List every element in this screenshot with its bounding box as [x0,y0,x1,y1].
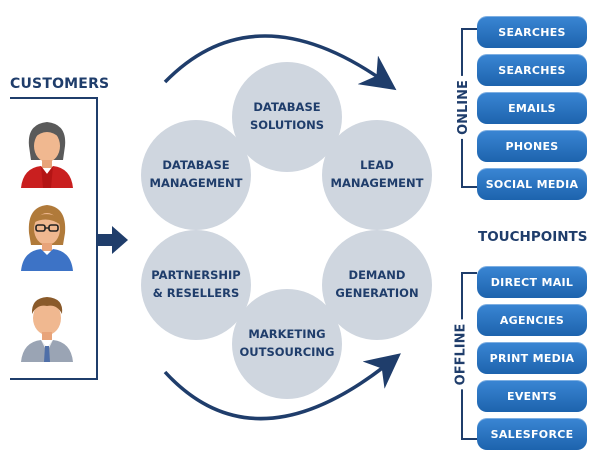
offline-item-events[interactable]: EVENTS [477,380,587,412]
pill-label: SALESFORCE [490,427,574,441]
offline-item-agencies[interactable]: AGENCIES [477,304,587,336]
bottom-curve-arrow [163,353,401,421]
offline-label: OFFLINE [451,319,471,389]
online-item-emails[interactable]: EMAILS [477,92,587,124]
cycle-database-management: DATABASE MANAGEMENT [141,120,251,230]
pill-label: SOCIAL MEDIA [485,177,579,191]
cycle-label: PARTNERSHIP & RESELLERS [151,268,241,300]
online-item-social-media[interactable]: SOCIAL MEDIA [477,168,587,200]
offline-item-print-media[interactable]: PRINT MEDIA [477,342,587,374]
offline-item-salesforce[interactable]: SALESFORCE [477,418,587,450]
cycle-lead-management: LEAD MANAGEMENT [322,120,432,230]
woman-red-icon [17,116,77,188]
online-item-phones[interactable]: PHONES [477,130,587,162]
cycle-demand-generation: DEMAND GENERATION [322,230,432,340]
customers-bracket [10,97,98,380]
pill-label: AGENCIES [499,313,565,327]
cycle-label: DATABASE SOLUTIONS [249,100,325,132]
cycle-marketing-outsourcing: MARKETING OUTSOURCING [232,289,342,399]
online-item-searches-2[interactable]: SEARCHES [477,54,587,86]
cycle-label: LEAD MANAGEMENT [330,158,424,190]
cycle-label: DATABASE MANAGEMENT [149,158,243,190]
offline-item-direct-mail[interactable]: DIRECT MAIL [477,266,587,298]
online-label: ONLINE [453,75,473,139]
cycle-database-solutions: DATABASE SOLUTIONS [232,62,342,172]
pill-label: SEARCHES [498,63,566,77]
woman-glasses-icon [17,199,77,271]
cycle-partnership-resellers: PARTNERSHIP & RESELLERS [141,230,251,340]
pill-label: EVENTS [507,389,557,403]
top-curve-arrow [163,34,397,91]
man-tie-icon [17,290,77,362]
customers-arrow-icon [98,226,128,254]
online-item-searches-1[interactable]: SEARCHES [477,16,587,48]
pill-label: PHONES [505,139,559,153]
pill-label: EMAILS [508,101,556,115]
pill-label: SEARCHES [498,25,566,39]
cycle-label: DEMAND GENERATION [335,268,419,300]
pill-label: PRINT MEDIA [489,351,575,365]
touchpoints-title: TOUCHPOINTS [478,229,588,245]
customers-title: CUSTOMERS [10,76,110,92]
pill-label: DIRECT MAIL [490,275,574,289]
cycle-label: MARKETING OUTSOURCING [239,327,335,359]
